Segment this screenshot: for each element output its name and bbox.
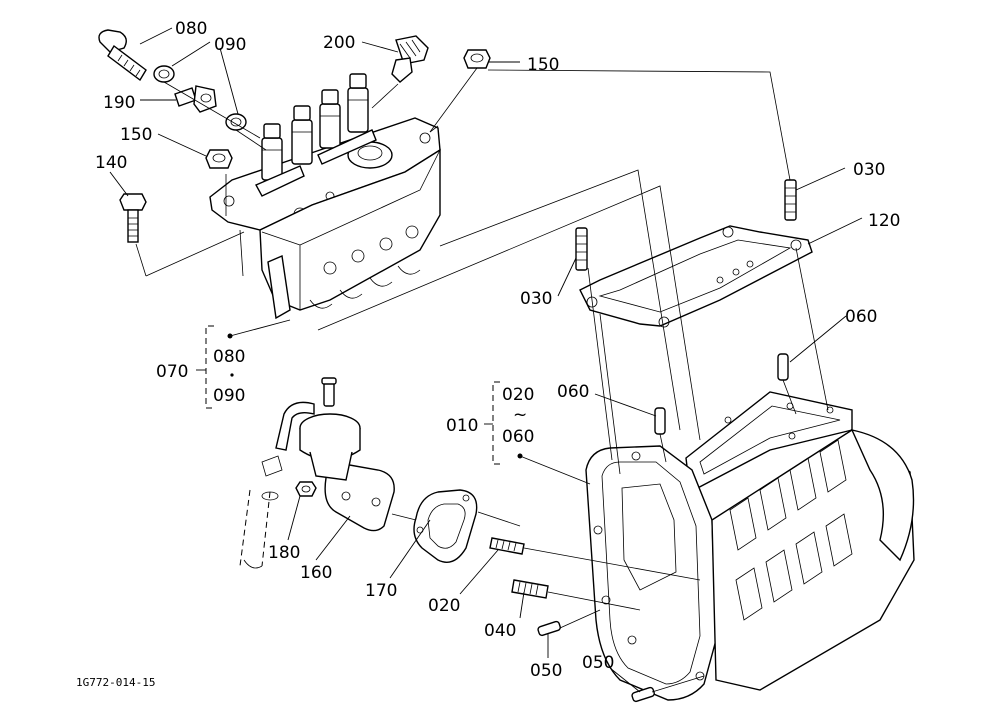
washer-090-bottom (225, 113, 247, 131)
part-labels: 080 090 190 150 140 200 150 030 120 030 … (76, 19, 900, 689)
label-030-left: 030 (520, 289, 552, 309)
label-140: 140 (95, 153, 127, 173)
stud-020 (489, 537, 525, 555)
label-050-left: 050 (530, 661, 562, 681)
label-070: 070 (156, 362, 188, 382)
bolt-140 (119, 193, 147, 243)
washer-090-top (153, 65, 175, 83)
gasket-120 (579, 225, 813, 328)
pin-050-left (537, 620, 561, 637)
injection-pump (209, 73, 441, 320)
label-120: 120 (868, 211, 900, 231)
stud-030-left (575, 227, 588, 271)
label-190: 190 (103, 93, 135, 113)
nut-150-left (205, 149, 233, 169)
label-050-right: 050 (582, 653, 614, 673)
label-030-right: 030 (853, 160, 885, 180)
pin-050-right (631, 686, 655, 703)
label-020: 020 (428, 596, 460, 616)
label-150-left: 150 (120, 125, 152, 145)
nut-180 (295, 481, 317, 497)
label-080-top: 080 (175, 19, 207, 39)
fitting-190 (174, 85, 217, 113)
label-180: 180 (268, 543, 300, 563)
air-vent-200 (391, 35, 429, 83)
label-060-group: 060 (502, 427, 534, 447)
fuel-feed-pump-160 (239, 377, 395, 569)
nut-150-right (463, 49, 491, 69)
label-090-group: 090 (213, 386, 245, 406)
label-160: 160 (300, 563, 332, 583)
hollow-bolt-080 (98, 29, 147, 82)
label-060-right: 060 (845, 307, 877, 327)
stud-040 (511, 579, 549, 599)
gear-case (585, 391, 915, 701)
label-150-right: 150 (527, 55, 559, 75)
label-170: 170 (365, 581, 397, 601)
label-tilde: ~ (513, 405, 527, 425)
label-010: 010 (446, 416, 478, 436)
label-080-group: 080 (213, 347, 245, 367)
assembly-lines (135, 67, 829, 693)
label-090-top: 090 (214, 35, 246, 55)
label-040: 040 (484, 621, 516, 641)
gasket-170 (413, 489, 478, 563)
label-200: 200 (323, 33, 355, 53)
pin-060-right (777, 353, 789, 381)
label-060-mid: 060 (557, 382, 589, 402)
pin-060-mid (654, 407, 666, 435)
stud-030-right (784, 179, 797, 221)
leader-lines (109, 27, 863, 693)
bracket-070 (205, 325, 214, 409)
label-020-group: 020 (502, 385, 534, 405)
delivery-valve-holders (261, 73, 369, 181)
diagram-code: 1G772-014-15 (76, 676, 155, 689)
bracket-010 (492, 381, 500, 465)
